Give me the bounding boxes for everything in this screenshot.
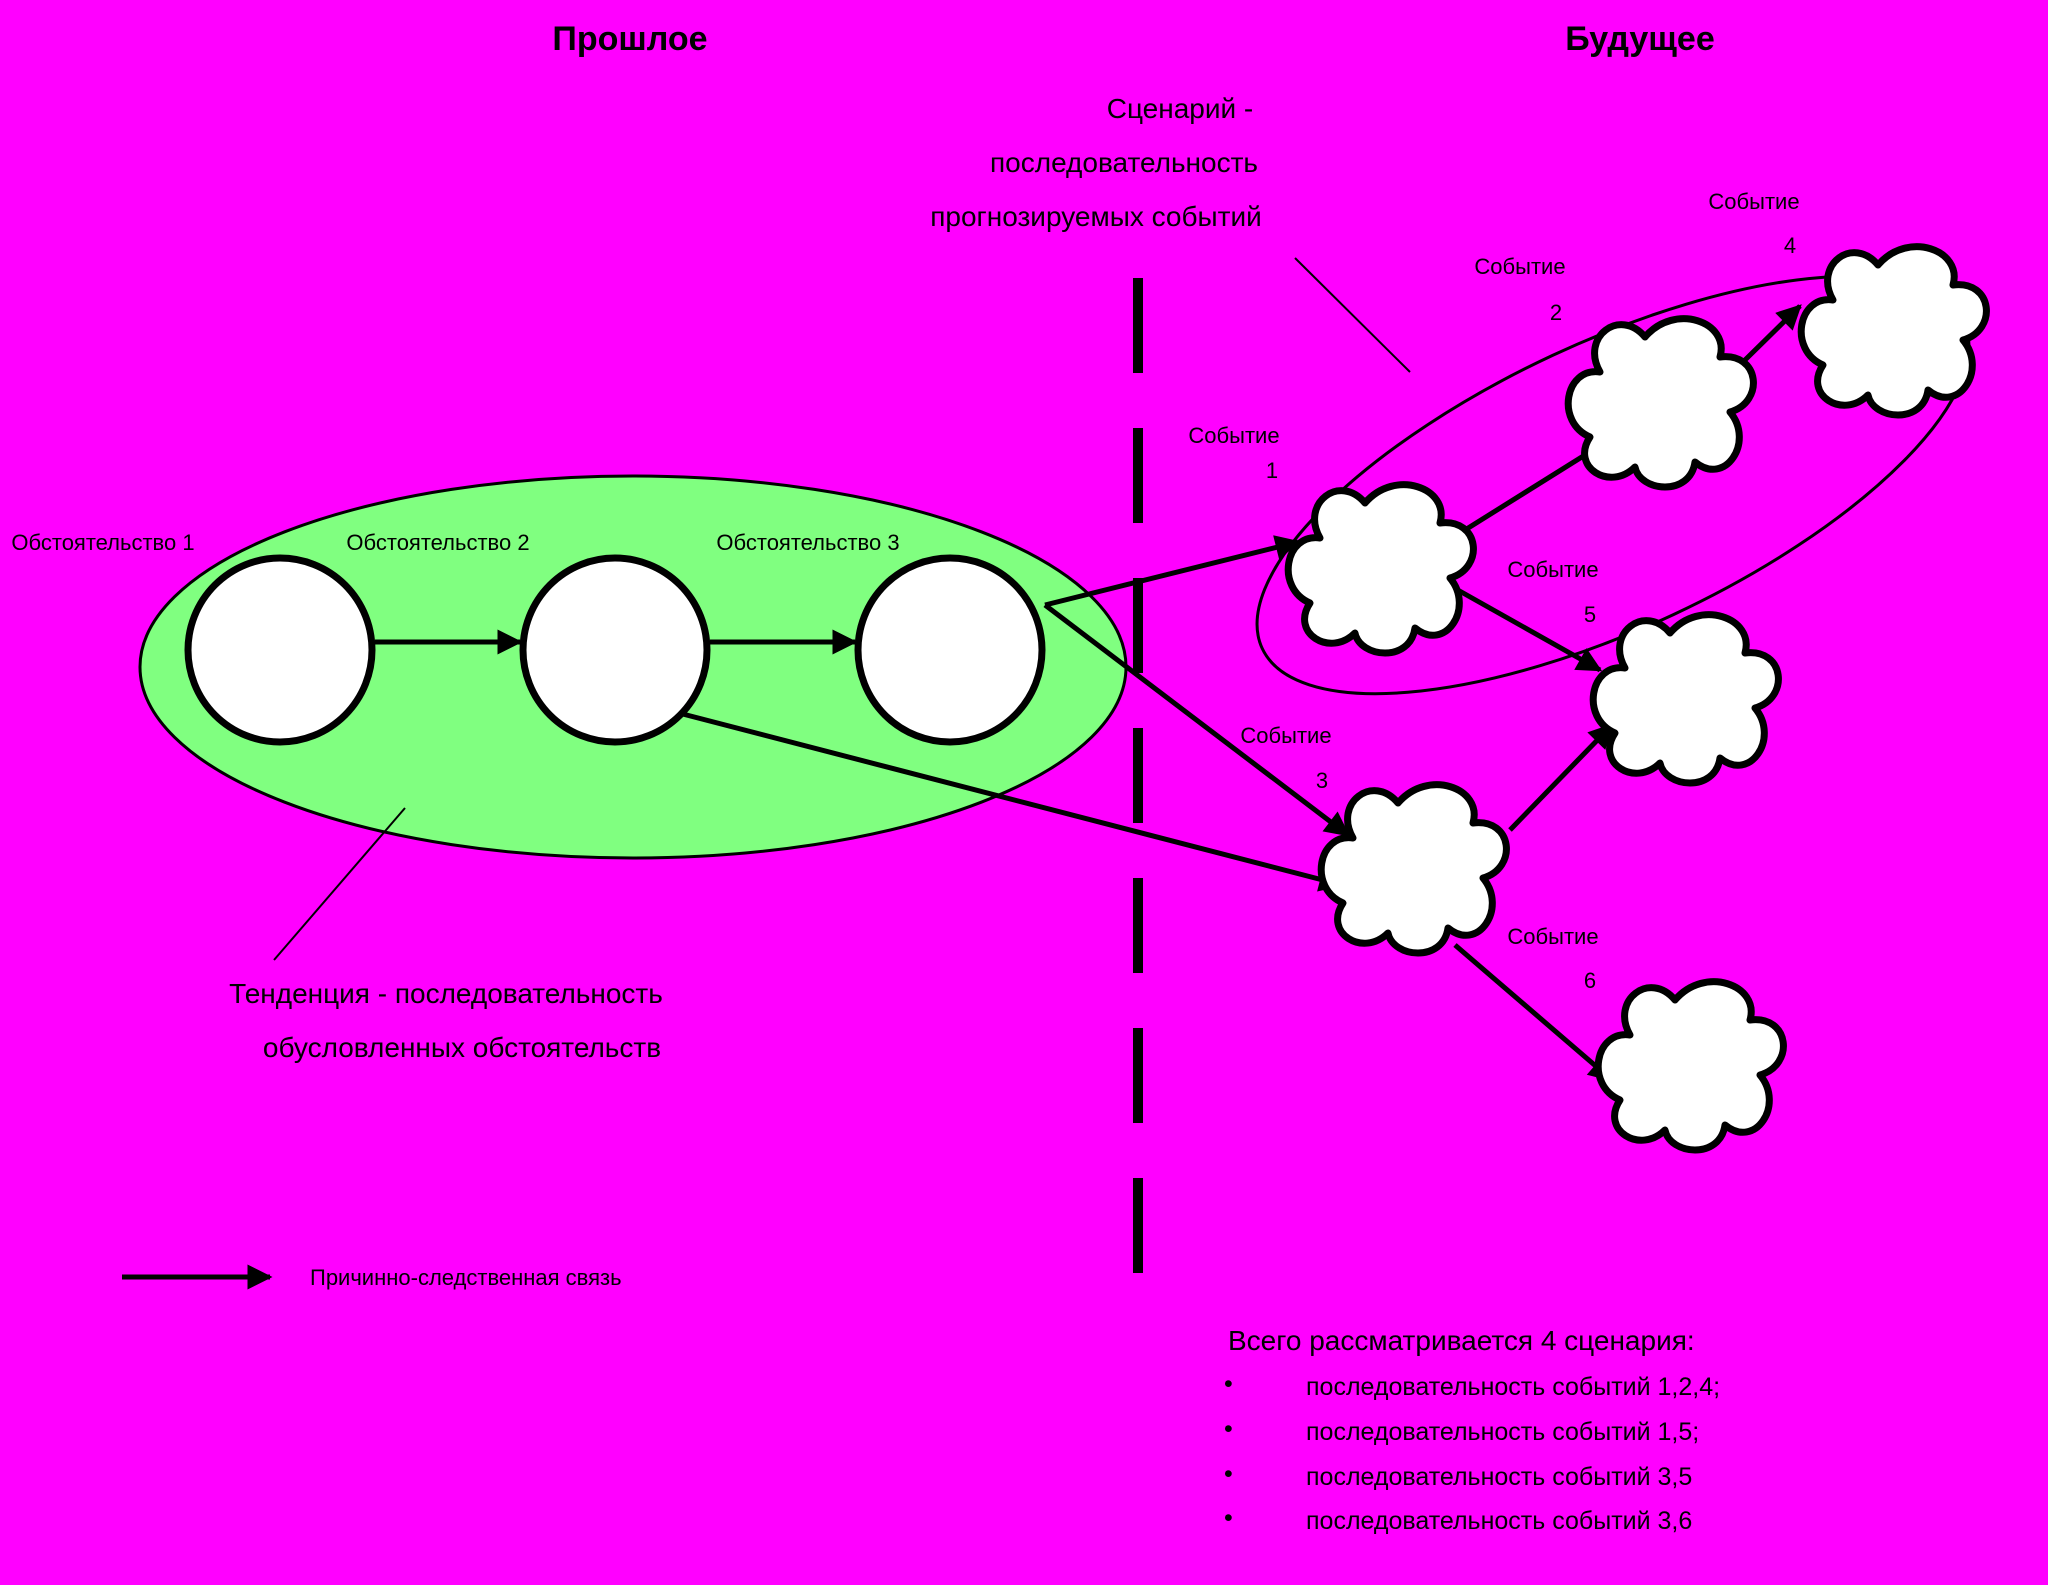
summary-bullet-1: • — [1224, 1370, 1233, 1398]
circumstance-3-label: Обстоятельство 3 — [716, 530, 899, 555]
arrow-e2-e4 — [1743, 304, 1802, 362]
scenario-note-line2: последовательность — [990, 147, 1258, 178]
legend: Причинно-следственная связь — [122, 1264, 622, 1290]
scenario-note-line3: прогнозируемых событий — [930, 201, 1262, 232]
scenario-summary: Всего рассматривается 4 сценария: • посл… — [1224, 1325, 1720, 1535]
event-3-word: Событие — [1240, 723, 1331, 748]
tendency-pointer-line — [273, 807, 406, 961]
summary-item-4: последовательность событий 3,6 — [1306, 1507, 1692, 1535]
tendency-note-line2: обусловленных обстоятельств — [263, 1032, 661, 1063]
event-5-word: Событие — [1507, 557, 1598, 582]
event-1-word: Событие — [1188, 423, 1279, 448]
circumstance-2-label: Обстоятельство 2 — [346, 530, 529, 555]
tendency-note-line1: Тенденция - последовательность — [229, 978, 663, 1009]
event-2-num: 2 — [1550, 300, 1562, 325]
scenario-note-line1: Сценарий - — [1107, 93, 1254, 124]
arrow-c3-e1 — [1044, 535, 1301, 608]
event-4-num: 4 — [1784, 233, 1796, 258]
circumstance-3-circle — [854, 554, 1046, 746]
future-header: Будущее — [1565, 20, 1714, 58]
scenario-pointer-line — [1294, 257, 1411, 373]
circumstance-1-circle — [184, 554, 376, 746]
arrow-e3-e6 — [1453, 943, 1614, 1082]
event-4-word: Событие — [1708, 189, 1799, 214]
arrow-c2-e3 — [674, 709, 1345, 892]
circumstance-1-label: Обстоятельство 1 — [11, 530, 194, 555]
summary-bullet-4: • — [1224, 1504, 1233, 1532]
event-6-num: 6 — [1584, 968, 1596, 993]
event-2-word: Событие — [1474, 254, 1565, 279]
summary-title: Всего рассматривается 4 сценария: — [1228, 1325, 1695, 1356]
arrow-e3-e5 — [1508, 723, 1614, 832]
summary-bullet-3: • — [1224, 1460, 1233, 1488]
circumstance-2-circle — [519, 554, 711, 746]
arrow-c3-e3 — [1043, 603, 1350, 837]
summary-item-3: последовательность событий 3,5 — [1306, 1463, 1692, 1491]
legend-label: Причинно-следственная связь — [310, 1265, 622, 1290]
event-6-word: Событие — [1507, 924, 1598, 949]
summary-item-2: последовательность событий 1,5; — [1306, 1418, 1699, 1446]
event-3-num: 3 — [1316, 768, 1328, 793]
summary-bullet-2: • — [1224, 1415, 1233, 1443]
event-5-num: 5 — [1584, 602, 1596, 627]
summary-item-1: последовательность событий 1,2,4; — [1306, 1373, 1720, 1401]
event-1-num: 1 — [1266, 458, 1278, 483]
arrow-e1-e5 — [1438, 577, 1603, 673]
past-header: Прошлое — [552, 20, 707, 58]
